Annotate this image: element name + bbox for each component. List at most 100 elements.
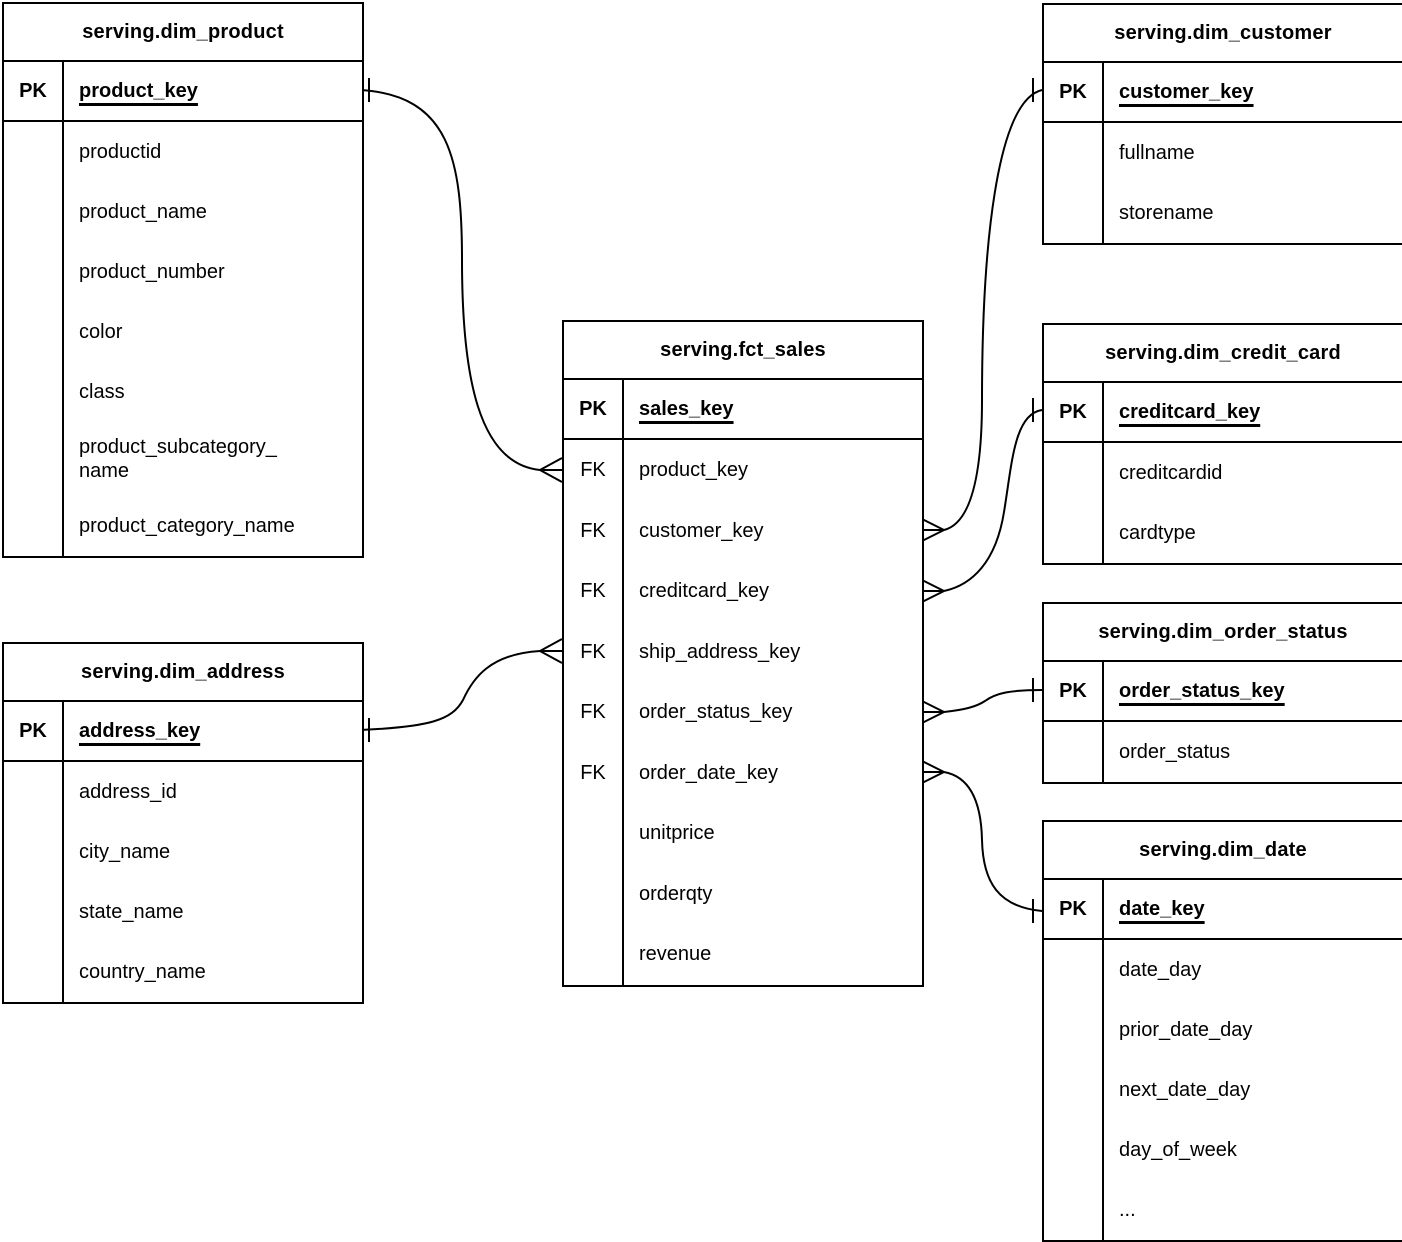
key-cell-empty	[1044, 1060, 1104, 1120]
field-name: unitprice	[639, 822, 715, 845]
key-cell-empty	[4, 422, 64, 496]
field-row: revenue	[564, 924, 922, 985]
key-cell-empty	[4, 362, 64, 422]
table-dim-customer[interactable]: serving.dim_customer PK customer_key ful…	[1042, 3, 1402, 245]
key-cell-empty	[564, 924, 624, 985]
field-row: city_name	[4, 822, 362, 882]
key-cell-empty	[1044, 183, 1104, 243]
edge-curve	[359, 89, 541, 471]
field-row: day_of_week	[1044, 1120, 1402, 1180]
field-row: country_name	[4, 942, 362, 1002]
field-name: class	[79, 381, 125, 403]
crows-foot-many-icon	[919, 759, 945, 785]
field-name: creditcard_key	[639, 580, 770, 603]
field-name: next_date_day	[1119, 1079, 1251, 1101]
field-row: storename	[1044, 183, 1402, 243]
field-name: state_name	[79, 901, 184, 923]
table-title: serving.dim_order_status	[1044, 604, 1402, 662]
crows-foot-many-icon	[539, 638, 563, 664]
field-name: productid	[79, 141, 162, 163]
pk-row: PK creditcard_key	[1044, 383, 1402, 443]
field-name: product_number	[79, 261, 225, 283]
pk-badge: PK	[4, 62, 64, 120]
edge-fct-sales-to-dim-date[interactable]	[919, 759, 1043, 923]
edge-fct-sales-to-dim-customer[interactable]	[919, 78, 1043, 543]
key-cell-empty	[1044, 1120, 1104, 1180]
fk-row: FK customer_key	[564, 500, 922, 561]
pk-row: PK product_key	[4, 62, 362, 122]
field-row: fullname	[1044, 123, 1402, 183]
key-cell-empty	[4, 942, 64, 1002]
fk-badge: FK	[564, 500, 624, 561]
key-cell-empty	[1044, 940, 1104, 1000]
key-cell-empty	[1044, 443, 1104, 503]
table-dim-product[interactable]: serving.dim_product PK product_key produ…	[2, 2, 364, 558]
key-cell-empty	[4, 242, 64, 302]
table-dim-date[interactable]: serving.dim_date PK date_key date_day pr…	[1042, 820, 1402, 1242]
field-name: ...	[1119, 1199, 1136, 1221]
key-cell-empty	[1044, 1180, 1104, 1240]
key-cell-empty	[4, 822, 64, 882]
edge-dim-address-to-fct-sales[interactable]	[359, 638, 563, 742]
crows-foot-many-icon	[919, 699, 945, 725]
pk-row: PK sales_key	[564, 380, 922, 440]
fk-row: FK ship_address_key	[564, 621, 922, 682]
edge-dim-product-to-fct-sales[interactable]	[359, 78, 563, 483]
key-cell-empty	[4, 182, 64, 242]
edge-curve	[943, 89, 1043, 531]
field-name: prior_date_day	[1119, 1019, 1253, 1041]
field-row: product_name	[4, 182, 362, 242]
field-row: product_subcategory_ name	[4, 422, 362, 496]
pk-row: PK address_key	[4, 702, 362, 762]
field-name: city_name	[79, 841, 171, 863]
field-name: ship_address_key	[639, 640, 801, 663]
fk-badge: FK	[564, 682, 624, 743]
key-cell-empty	[4, 496, 64, 556]
field-row: address_id	[4, 762, 362, 822]
field-name: order_date_key	[639, 761, 778, 784]
field-row: orderqty	[564, 863, 922, 924]
field-name: customer_key	[639, 519, 764, 542]
fk-badge: FK	[564, 561, 624, 622]
pk-field: address_key	[79, 720, 201, 742]
table-dim-order-status[interactable]: serving.dim_order_status PK order_status…	[1042, 602, 1402, 784]
pk-field: product_key	[79, 80, 198, 102]
table-title: serving.dim_product	[4, 4, 362, 62]
fk-badge: FK	[564, 621, 624, 682]
table-title: serving.dim_credit_card	[1044, 325, 1402, 383]
field-name: orderqty	[639, 882, 713, 905]
field-row: date_day	[1044, 940, 1402, 1000]
key-cell-empty	[564, 803, 624, 864]
field-row: class	[4, 362, 362, 422]
edge-fct-sales-to-dim-credit-card[interactable]	[919, 398, 1043, 604]
field-name: color	[79, 321, 123, 343]
table-dim-address[interactable]: serving.dim_address PK address_key addre…	[2, 642, 364, 1004]
key-cell-empty	[1044, 1000, 1104, 1060]
edge-fct-sales-to-dim-order-status[interactable]	[919, 678, 1043, 725]
crows-foot-many-icon	[919, 517, 945, 543]
field-row: next_date_day	[1044, 1060, 1402, 1120]
table-dim-credit-card[interactable]: serving.dim_credit_card PK creditcard_ke…	[1042, 323, 1402, 565]
field-name: cardtype	[1119, 522, 1196, 544]
edge-curve	[943, 409, 1043, 592]
crows-foot-many-icon	[919, 578, 945, 604]
field-name: order_status_key	[639, 701, 793, 724]
field-row: product_category_name	[4, 496, 362, 556]
edge-curve	[943, 689, 1043, 713]
field-row: creditcardid	[1044, 443, 1402, 503]
key-cell-empty	[4, 762, 64, 822]
field-name: product_key	[639, 459, 748, 482]
pk-field: sales_key	[639, 398, 734, 420]
key-cell-empty	[1044, 503, 1104, 563]
key-cell-empty	[1044, 123, 1104, 183]
crows-foot-many-icon	[539, 457, 563, 483]
field-name: storename	[1119, 202, 1214, 224]
field-row: ...	[1044, 1180, 1402, 1240]
key-cell-empty	[4, 882, 64, 942]
fk-row: FK order_status_key	[564, 682, 922, 743]
pk-badge: PK	[1044, 880, 1104, 938]
